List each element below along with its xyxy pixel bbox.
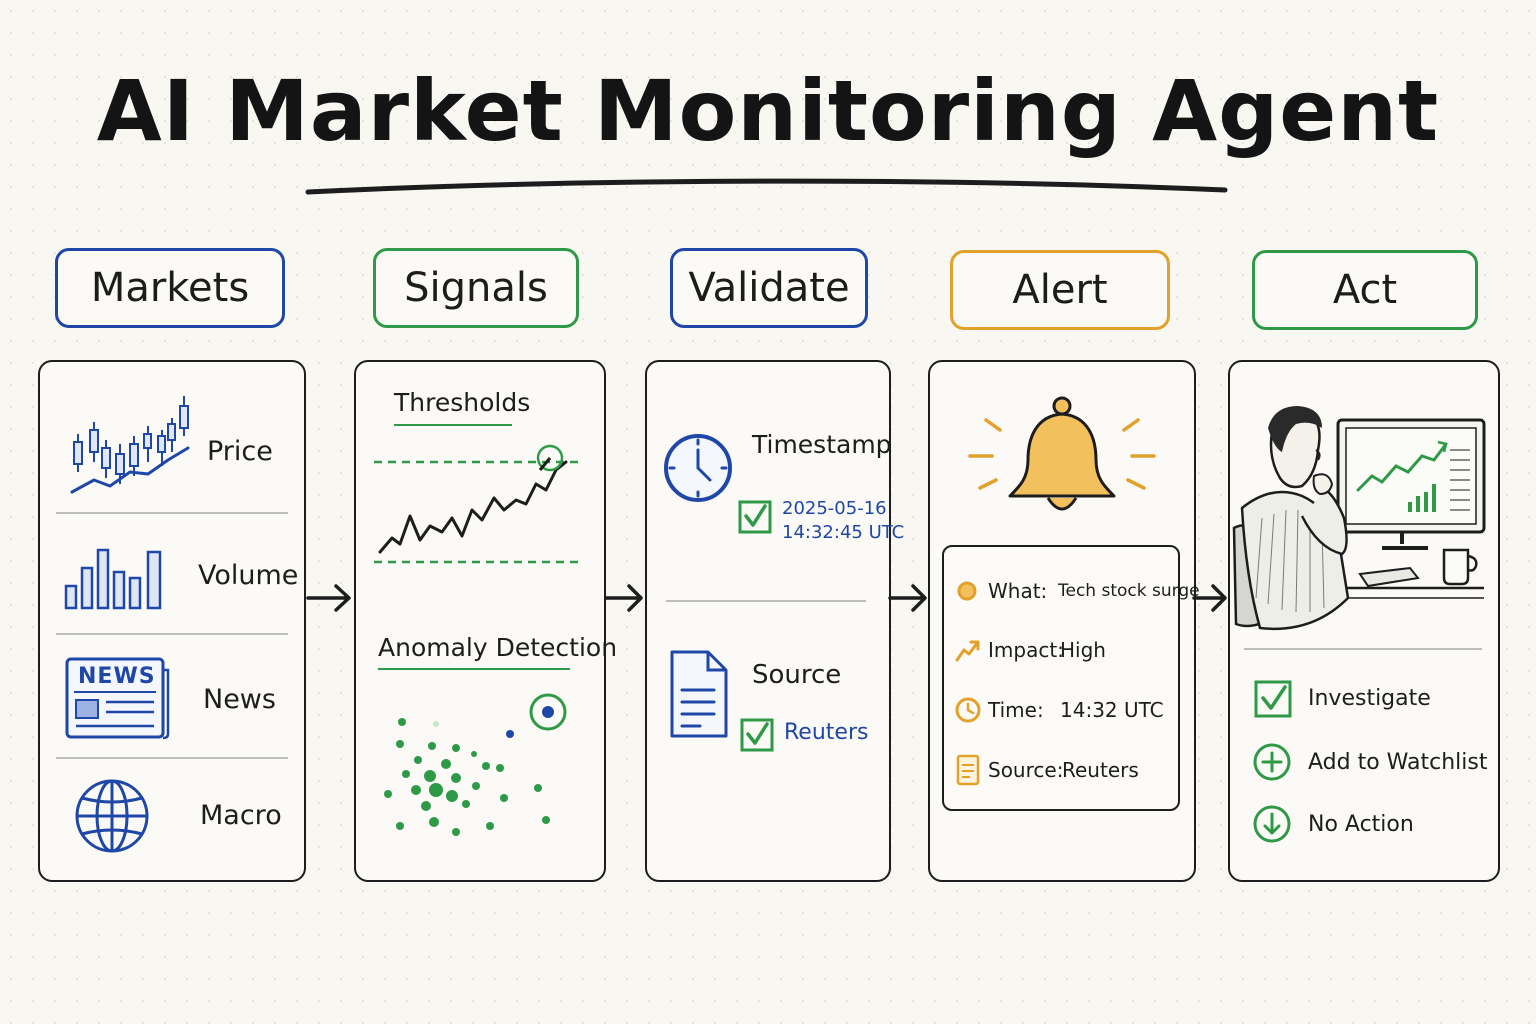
clock-icon: [664, 434, 732, 502]
trend-up-icon: [955, 640, 980, 662]
document-icon: [956, 754, 980, 786]
arrow-right-icon: [888, 584, 927, 612]
stage-header-markets: Markets: [55, 248, 285, 328]
validate-source-value: Reuters: [784, 720, 869, 745]
markets-macro-label: Macro: [200, 800, 282, 831]
markets-volume-label: Volume: [198, 560, 299, 591]
act-no-action-option[interactable]: No Action: [1308, 812, 1414, 837]
arrow-right-icon: [1192, 584, 1227, 612]
document-icon: [670, 650, 728, 738]
clock-icon: [955, 697, 981, 723]
anomaly-underline: [378, 668, 570, 670]
title-underline: [305, 178, 1228, 195]
person-at-monitor-icon: [1232, 406, 1486, 631]
arrow-right-icon: [604, 584, 643, 612]
alert-impact-label: Impact:: [988, 638, 1064, 662]
divider: [56, 757, 288, 759]
markets-news-label: News: [203, 684, 276, 715]
alert-time-value: 14:32 UTC: [1060, 698, 1164, 722]
alert-what-label: What:: [988, 579, 1048, 603]
stage-header-validate-label: Validate: [688, 265, 850, 311]
signals-card: [354, 360, 606, 882]
alert-source-value: Reuters: [1062, 758, 1139, 782]
alert-details-box: [942, 545, 1180, 811]
divider: [666, 600, 866, 602]
signals-thresholds-label: Thresholds: [394, 388, 531, 417]
signals-anomaly-label: Anomaly Detection: [378, 633, 618, 662]
divider: [56, 633, 288, 635]
markets-price-label: Price: [207, 436, 273, 467]
what-dot-icon: [957, 581, 977, 601]
check-icon[interactable]: [1254, 680, 1292, 718]
divider: [56, 512, 288, 514]
stage-header-alert: Alert: [950, 250, 1170, 330]
globe-icon: [75, 779, 149, 853]
alert-what-value: Tech stock surge: [1058, 581, 1200, 601]
stage-header-signals: Signals: [373, 248, 579, 328]
stage-header-act: Act: [1252, 250, 1478, 330]
act-investigate-option[interactable]: Investigate: [1308, 686, 1431, 711]
validate-timestamp-label: Timestamp: [752, 430, 892, 459]
bar-chart-icon: [64, 548, 162, 610]
stage-header-act-label: Act: [1332, 267, 1398, 313]
candlestick-chart-icon: [70, 396, 190, 494]
bell-icon: [968, 396, 1156, 511]
check-icon: [740, 718, 774, 752]
alert-source-label: Source:: [988, 758, 1064, 782]
arrow-right-icon: [306, 584, 351, 612]
plus-circle-icon[interactable]: [1252, 742, 1292, 782]
stage-header-alert-label: Alert: [1012, 267, 1108, 313]
stage-header-signals-label: Signals: [404, 265, 548, 311]
stage-header-markets-label: Markets: [90, 265, 250, 311]
validate-source-label: Source: [752, 660, 842, 690]
check-icon: [738, 500, 772, 534]
threshold-line-chart-icon: [374, 444, 582, 564]
alert-time-label: Time:: [988, 698, 1044, 722]
news-badge-text: NEWS: [78, 664, 156, 689]
scatter-plot-icon: [384, 693, 567, 836]
act-watchlist-option[interactable]: Add to Watchlist: [1308, 750, 1488, 775]
alert-impact-value: High: [1060, 638, 1106, 662]
thresholds-underline: [394, 424, 512, 426]
stage-header-validate: Validate: [670, 248, 868, 328]
divider: [1244, 648, 1482, 650]
validate-timestamp-time: 14:32:45 UTC: [782, 522, 905, 543]
down-arrow-circle-icon[interactable]: [1252, 804, 1292, 844]
newspaper-icon: [65, 657, 170, 740]
validate-timestamp-date: 2025-05-16: [782, 498, 887, 519]
page-title: AI Market Monitoring Agent: [96, 62, 1440, 160]
